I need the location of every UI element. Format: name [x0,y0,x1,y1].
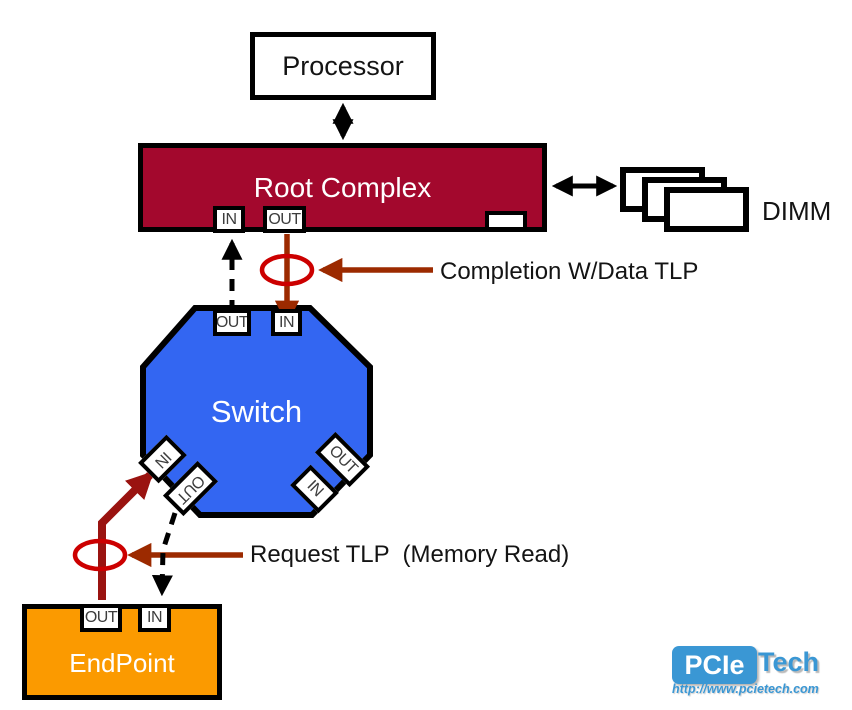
switch-label: Switch [210,393,303,429]
dimm-card-front [664,187,749,232]
port-label: IN [279,313,295,331]
request-annotation: Request TLP (Memory Read) [250,541,570,568]
dimm-label: DIMM [762,196,832,226]
logo-url: http://www.pcietech.com [672,682,819,696]
request-highlight-ellipse [72,538,128,572]
logo-brand-right: Tech [758,647,820,677]
port-label: IN [147,609,163,626]
switch-to-endpoint-dashed-arrow [151,512,178,597]
port-label: OUT [215,313,249,331]
port-label: OUT [84,609,118,626]
endpoint-in-port: IN [138,604,171,632]
port-label: IN [151,448,175,471]
endpoint-node: EndPoint [22,604,222,700]
switch-top-in-port: IN [271,309,302,336]
endpoint-label: EndPoint [69,648,175,678]
processor-node: Processor [250,32,436,100]
root-complex-in-port: IN [213,206,245,233]
root-complex-out-port: OUT [263,206,306,233]
root-complex-label: Root Complex [253,171,432,203]
root-complex-node: Root Complex [138,143,547,232]
pcietech-logo-badge: PCIe [672,646,757,684]
switch-top-out-port: OUT [213,309,251,336]
completion-annotation: Completion W/Data TLP [440,258,699,285]
port-label: OUT [268,210,301,228]
processor-label: Processor [282,50,404,81]
port-label: IN [303,477,327,500]
port-label: IN [221,210,238,228]
logo-brand-left: PCIe [684,649,745,680]
switch-node: Switch [143,308,370,515]
root-complex-unused-port [485,211,527,231]
endpoint-out-port: OUT [80,604,122,632]
completion-highlight-ellipse [259,253,315,287]
